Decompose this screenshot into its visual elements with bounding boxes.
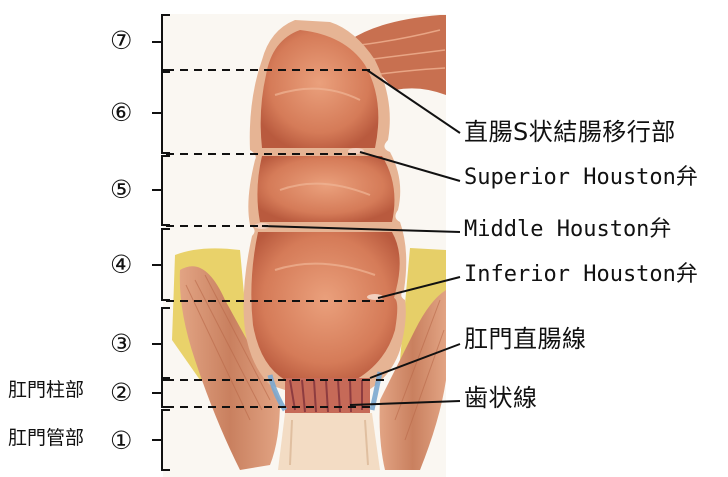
middle-houston-label: Middle Houston弁 [464,219,671,241]
segment-6-label: ⑥ [110,100,132,125]
superior-houston-label: Superior Houston弁 [464,167,698,189]
anorectal-line-label: 肛門直腸線 [464,327,587,351]
segment-2-label: ② [110,380,132,405]
anal-column-region-label: 肛門柱部 [8,381,84,400]
segment-5-label: ⑤ [110,177,132,202]
inferior-houston-label: Inferior Houston弁 [464,264,698,286]
dentate-line-label: 歯状線 [464,386,538,410]
segment-1-label: ① [110,428,132,453]
segment-4-label: ④ [110,252,132,277]
segment-7-label: ⑦ [110,28,132,53]
anal-canal-region-label: 肛門管部 [8,429,84,448]
segment-3-label: ③ [110,331,132,356]
rectosigmoid-junction-label: 直腸S状結腸移行部 [464,120,676,144]
